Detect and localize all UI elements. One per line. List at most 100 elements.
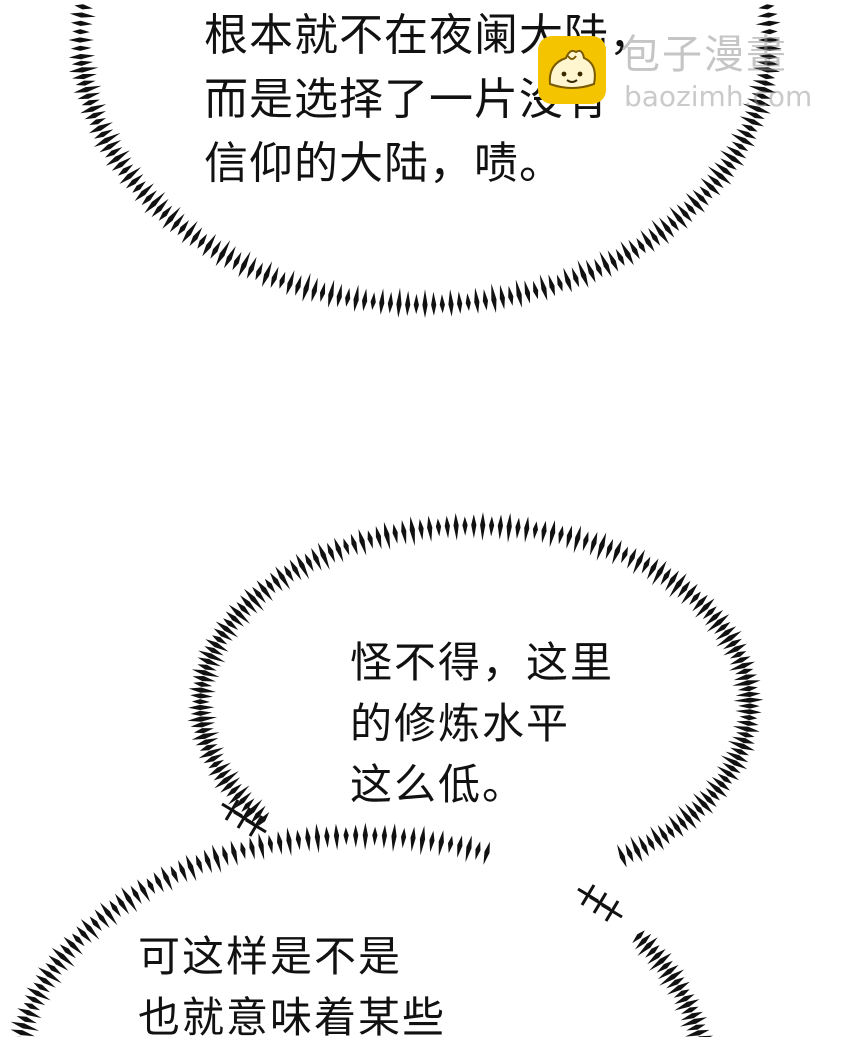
bun-mascot-icon	[538, 36, 606, 104]
bubble-3-spike	[314, 823, 320, 854]
bubble-3-spike	[258, 833, 265, 861]
bubble-1-line-3: 信仰的大陆，啧。	[204, 138, 564, 189]
bubble-2-spike	[735, 709, 762, 715]
bubble-3-spike	[286, 827, 292, 856]
bubble-3-spike	[94, 909, 110, 929]
bubble-2-spike	[736, 720, 759, 726]
bubble-3-spike	[89, 916, 102, 931]
bubble-1-spike	[628, 239, 640, 260]
bubble-3-spike	[153, 872, 164, 893]
bubble-1-spike	[742, 103, 771, 114]
bubble-3-spike	[26, 987, 51, 1001]
connector-mark	[236, 807, 252, 829]
bubble-2-spike	[693, 793, 714, 814]
bubble-2-spike	[197, 657, 222, 667]
bubble-1-spike	[189, 227, 203, 247]
bubble-2-spike	[367, 530, 373, 549]
bubble-1-spike	[68, 67, 99, 73]
bubble-3-spike	[277, 831, 283, 855]
bubble-1-spike	[491, 283, 497, 313]
bubble-1-spike	[105, 147, 123, 158]
bubble-1-spike	[714, 162, 735, 178]
bubble-2-spike	[645, 834, 656, 851]
bubble-1-spike	[585, 259, 596, 283]
bubble-2-spike	[706, 780, 728, 798]
bubble-1-spiky-outline	[68, 4, 782, 318]
bubble-1-spike	[413, 293, 419, 315]
bubble-1-spike	[431, 291, 437, 316]
bubble-2-spike	[269, 572, 283, 592]
bubble-2-spike	[732, 726, 760, 732]
bubble-1-spike	[474, 287, 480, 314]
bubble-3-spike	[673, 989, 690, 998]
bubble-2-spike	[228, 604, 251, 624]
bubble-1-spike	[499, 284, 505, 310]
bubble-3-spike	[666, 977, 685, 989]
bubble-1-spike	[666, 215, 680, 231]
bubble-1-spike	[730, 133, 756, 147]
bubble-2-spike	[736, 732, 755, 738]
bubble-1-spike	[640, 229, 655, 252]
bubble-2-spike	[190, 710, 213, 716]
bubble-2-spike	[435, 518, 442, 537]
bubble-2-spike	[334, 537, 344, 563]
bubble-1-spike	[158, 205, 173, 221]
bubble-3-spike	[76, 926, 92, 943]
bubble-3-spike	[130, 885, 142, 905]
bubble-3-spike	[410, 826, 416, 852]
bubble-1-spike	[105, 150, 130, 166]
bubble-1-spike	[731, 141, 749, 152]
bubble-1-spike	[224, 246, 236, 269]
bubble-2-spike	[621, 546, 628, 564]
bubble-1-spike	[74, 4, 93, 10]
bubble-3-spike	[475, 841, 481, 860]
bubble-2-spike	[188, 704, 215, 711]
bubble-1-spike	[744, 111, 765, 119]
bubble-3-spike	[146, 878, 156, 894]
bubble-2-spike	[730, 747, 749, 756]
bubble-2-line-1: 怪不得，这里	[350, 638, 615, 687]
bubble-3-spike	[185, 854, 197, 882]
bubble-1-spike	[465, 293, 471, 311]
bubble-1-spike	[370, 292, 376, 310]
bubble-1-spike	[73, 54, 90, 60]
bubble-1-spike	[636, 237, 646, 254]
bubble-2-spike	[343, 538, 350, 556]
bubble-2-spike	[191, 669, 220, 678]
bubble-2-spike	[236, 602, 251, 617]
bubble-2-spike	[732, 736, 755, 744]
bubble-1-spike	[362, 288, 368, 312]
bubble-3-spike	[212, 844, 222, 873]
bubble-3-spike	[137, 879, 151, 903]
bubble-2-spike	[198, 747, 225, 759]
bubble-2-spike	[524, 516, 530, 543]
bubble-1-spike	[648, 227, 661, 246]
bubble-3-spike	[121, 887, 138, 913]
bubble-1-spike	[246, 256, 257, 279]
bubble-2-spike	[720, 755, 748, 770]
bubble-1-spike	[620, 241, 634, 266]
bubble-1-spike	[72, 74, 97, 80]
bubble-2-spike	[383, 521, 391, 550]
bubble-2-spike	[733, 697, 764, 703]
watermark-brand: 包子漫畫	[620, 32, 788, 78]
bubble-1-spike	[736, 128, 757, 139]
bubble-2-spike	[193, 681, 213, 687]
bubble-2-spike	[241, 798, 255, 812]
bubble-1-spike	[422, 289, 428, 318]
bubble-3-spike	[222, 845, 229, 866]
bubble-1-spike	[748, 85, 777, 93]
bubble-1-spike	[270, 266, 279, 288]
bubble-3-spike	[680, 1006, 699, 1014]
bubble-2-spike	[187, 716, 218, 722]
bubble-2-line-3: 这么低。	[350, 760, 527, 809]
bubble-2-spike	[677, 580, 691, 598]
bubble-1-spike	[134, 183, 154, 202]
bubble-3-spike	[240, 841, 246, 860]
bubble-1-spike	[676, 204, 693, 223]
bubble-3-spike	[362, 822, 368, 851]
bubble-1-spike	[707, 174, 724, 189]
bubble-1-spike	[70, 45, 92, 51]
bubble-1-spike	[515, 279, 522, 308]
bubble-2-spike	[596, 532, 607, 561]
